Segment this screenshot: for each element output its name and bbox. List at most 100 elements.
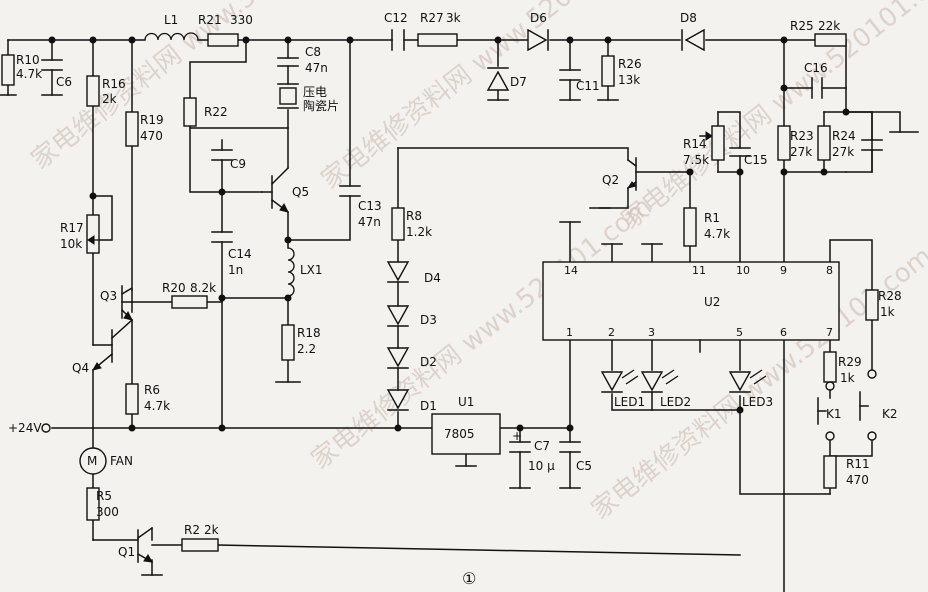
capacitor-c7 [509,441,531,453]
value-r1: 4.7k [704,227,730,241]
label-r29: R29 [838,355,862,369]
capacitor-c14 [211,231,233,243]
transistor-q4 [91,318,134,372]
label-c9: C9 [230,157,246,171]
resistor-r8 [391,207,405,241]
diode-d4 [386,261,410,283]
resistor-r29 [823,351,837,383]
switches [817,369,877,441]
label-led1: LED1 [614,395,645,409]
inductor-lx1 [287,247,295,297]
resistor-r16 [86,75,100,107]
resistor-r5 [86,487,100,521]
transistor-q1 [136,526,154,564]
value-r19: 470 [140,129,163,143]
value-r10: 4.7k [16,67,42,81]
value-u1: 7805 [444,427,475,441]
label-d7: D7 [510,75,527,89]
resistor-r25 [814,33,847,47]
label-r19: R19 [140,113,164,127]
label-r20: R20 [162,281,186,295]
capacitor-c12 [391,29,405,51]
led-1 [600,369,639,393]
label-q3: Q3 [100,289,117,303]
value-r27: 3k [446,11,461,25]
resistor-r10 [1,54,15,86]
resistor-r21 [207,33,239,47]
label-led2: LED2 [660,395,691,409]
label-r1: R1 [704,211,720,225]
inductors [144,32,295,297]
label-c7: C7 [534,439,550,453]
resistor-r27 [417,33,458,47]
label-q1: Q1 [118,545,135,559]
label-r24: R24 [832,129,856,143]
resistor-r18 [281,324,295,361]
pin-3: 3 [648,326,655,339]
label-r21: R21 [198,13,222,27]
figure-number: ① [462,569,476,588]
led-3 [728,369,767,393]
label-r2: R2 [184,523,200,537]
label-d1: D1 [420,399,437,413]
label-fan: FAN [110,454,133,468]
value-r2: 2k [204,523,219,537]
pin-6: 6 [780,326,787,339]
value-r21: 330 [230,13,253,27]
capacitor-c24 [861,139,883,151]
value-r17: 10k [60,237,82,251]
transistors [91,157,638,564]
capacitors [41,29,883,453]
capacitor-c5 [559,441,581,453]
label-c5: C5 [576,459,592,473]
label-l1: L1 [164,13,178,27]
label-r8: R8 [406,209,422,223]
value-r6: 4.7k [144,399,170,413]
resistor-r11 [823,455,837,489]
plus-sign: + [512,429,522,443]
junction-dots [48,36,850,432]
label-r11: R11 [846,457,870,471]
value-r25: 22k [818,19,840,33]
pin-7: 7 [826,326,833,339]
pin-5: 5 [736,326,743,339]
capacitor-c16 [811,77,823,99]
pin-11: 11 [692,264,706,277]
label-c6: C6 [56,75,72,89]
resistor-r20 [171,295,208,309]
label-c15: C15 [744,153,768,167]
label-motor: M [87,454,97,468]
watermark: 家电维修资料网 www.520101.com [316,0,668,196]
label-k1: K1 [826,407,842,421]
label-plus24v: +24V [8,421,42,435]
label-k2: K2 [882,407,898,421]
capacitor-c9 [211,149,233,161]
label-c16: C16 [804,61,828,75]
label-r16: R16 [102,77,126,91]
wires [7,39,919,592]
label-r5: R5 [96,489,112,503]
label-r18: R18 [297,326,321,340]
switch-k2 [859,369,877,441]
value-r28: 1k [880,305,895,319]
ground-symbols [0,94,701,576]
value-r26: 13k [618,73,640,87]
pin-14: 14 [564,264,578,277]
label-c14: C14 [228,247,252,261]
label-q5: Q5 [292,185,309,199]
transistor-q5 [261,166,290,214]
resistor-r24 [817,125,831,161]
transistor-q2 [626,157,638,191]
label-lx1: LX1 [300,263,323,277]
label-piezo-2: 陶瓷片 [303,98,339,113]
label-q2: Q2 [602,173,619,187]
label-d3: D3 [420,313,437,327]
capacitor-c8 [277,57,299,67]
label-r17: R17 [60,221,84,235]
label-u1: U1 [458,395,474,409]
switch-k1 [817,381,835,441]
ic-blocks [431,261,840,455]
label-r27: R27 [420,11,444,25]
